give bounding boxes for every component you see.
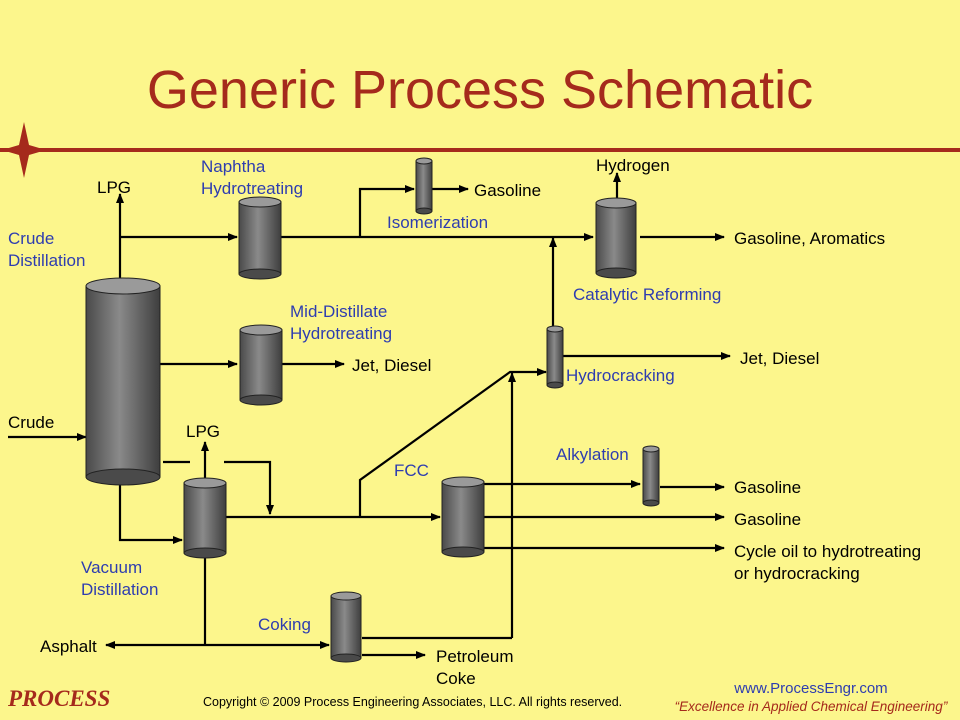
gasoil-to-hydrocracker-line (358, 368, 547, 517)
asphalt-label: Asphalt (40, 637, 97, 656)
copyright-text: Copyright © 2009 Process Engineering Ass… (203, 695, 622, 709)
fcc-label: FCC (394, 461, 429, 480)
mid-distillate-hydrotreater-vessel (239, 324, 283, 406)
isomerization-vessel (415, 157, 433, 215)
hydrocracking-label: Hydrocracking (566, 366, 675, 385)
page-title: Generic Process Schematic (147, 60, 813, 120)
process-logo: PROCESS (7, 686, 110, 711)
gasoline-fcc-label: Gasoline (734, 510, 801, 529)
hydrogen-label: Hydrogen (596, 156, 670, 175)
lpg-vacuum-label: LPG (186, 422, 220, 441)
coking-label: Coking (258, 615, 311, 634)
star-ornament-icon (2, 122, 46, 178)
unit-labels: Crude Distillation Naphtha Hydrotreating… (8, 157, 721, 634)
side-draw-line (224, 460, 274, 515)
petroleum-coke-label: Petroleum Coke (436, 647, 518, 688)
gasoline-alky-label: Gasoline (734, 478, 801, 497)
vacuum-distillation-vessel (183, 477, 227, 559)
footer: PROCESS Copyright © 2009 Process Enginee… (7, 680, 948, 714)
vessels (85, 157, 660, 663)
jet-diesel-mid-label: Jet, Diesel (352, 356, 431, 375)
alkylation-label: Alkylation (556, 445, 629, 464)
stream-labels: LPG Crude Gasoline Hydrogen Gasoline, Ar… (8, 156, 926, 688)
coker-vessel (330, 591, 362, 663)
gasoline-isom-label: Gasoline (474, 181, 541, 200)
naphtha-hydrotreater-vessel (238, 196, 282, 280)
mid-distillate-hydrotreating-label: Mid-Distillate Hydrotreating (290, 302, 392, 343)
header-rule (0, 122, 960, 178)
jet-diesel-hc-label: Jet, Diesel (740, 349, 819, 368)
hydrocracker-vessel (546, 325, 564, 389)
fcc-vessel (441, 476, 485, 558)
naphtha-to-isom-line (358, 185, 415, 237)
tagline: “Excellence in Applied Chemical Engineer… (675, 699, 948, 714)
flow-lines (8, 172, 731, 659)
bottoms-to-vacuum-line (118, 483, 183, 544)
alkylation-vessel (642, 445, 660, 507)
cycle-oil-label: Cycle oil to hydrotreating or hydrocrack… (734, 542, 926, 583)
vacuum-distillation-label: Vacuum Distillation (81, 558, 158, 599)
naphtha-hydrotreating-label: Naphtha Hydrotreating (201, 157, 303, 198)
crude-distillation-label: Crude Distillation (8, 229, 85, 270)
catalytic-reformer-vessel (595, 197, 637, 279)
website-link[interactable]: www.ProcessEngr.com (733, 680, 887, 697)
isomerization-label: Isomerization (387, 213, 488, 232)
catalytic-reforming-label: Catalytic Reforming (573, 285, 721, 304)
crude-label: Crude (8, 413, 54, 432)
lpg-top-label: LPG (97, 178, 131, 197)
crude-distillation-column (85, 277, 161, 486)
gasoline-aromatics-label: Gasoline, Aromatics (734, 229, 885, 248)
